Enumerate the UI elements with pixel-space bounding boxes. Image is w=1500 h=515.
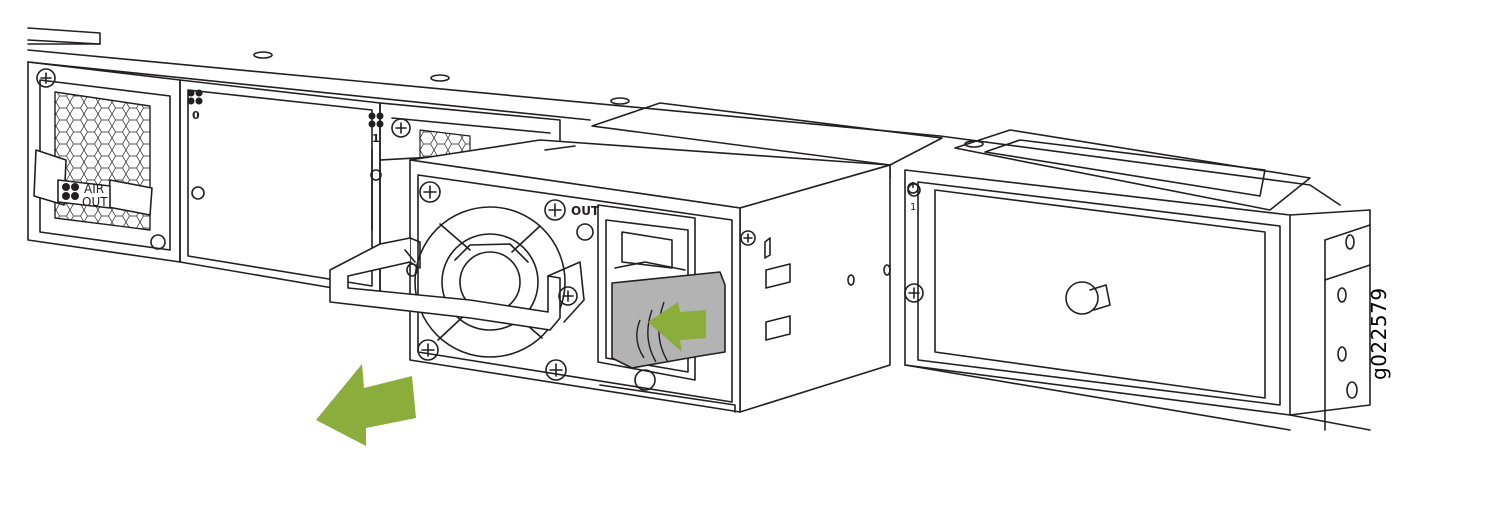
- fan-icon: [368, 112, 384, 128]
- air-out-line1: AIR: [84, 182, 104, 196]
- psu-out-label: OUT: [571, 204, 600, 218]
- psu-slot-1-label: 1: [910, 202, 916, 213]
- airflow-label: AIR OUT: [62, 182, 108, 209]
- fan-slot-1-label: 1: [372, 132, 380, 145]
- psu-slot-1-blank: [904, 169, 1291, 416]
- chassis-top-panel: [253, 51, 1311, 211]
- power-supply-unit: [409, 139, 891, 413]
- push-arrow-icon: [648, 302, 706, 352]
- fan-icon: [62, 183, 79, 200]
- air-out-line2: OUT: [82, 195, 108, 209]
- fan-icon: [187, 89, 203, 105]
- pull-direction-arrow-icon: [316, 364, 416, 446]
- chassis-top-edge: [27, 27, 1341, 206]
- fan-slot-0-label: 0: [192, 109, 200, 122]
- fan-module-0: [27, 61, 205, 263]
- chassis-right-end: [904, 209, 1371, 431]
- power-symbol-icon: [907, 182, 919, 194]
- figure-id: g022579: [1367, 287, 1391, 380]
- psu-handle: [329, 237, 585, 331]
